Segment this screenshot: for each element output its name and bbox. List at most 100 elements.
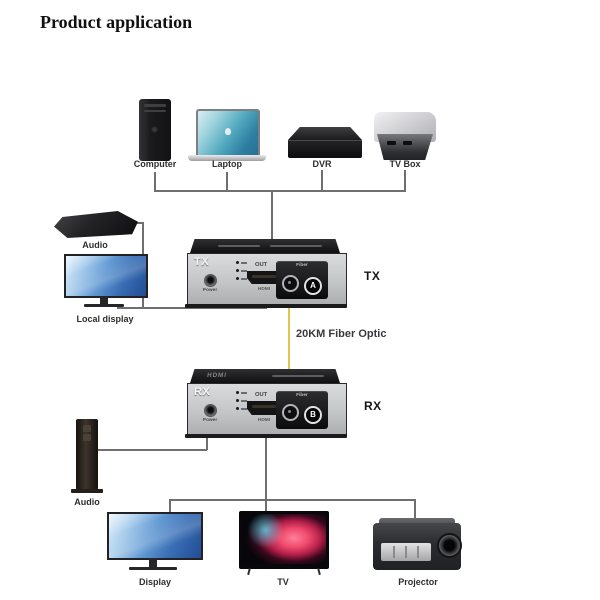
rx-led-tag bbox=[241, 408, 247, 410]
fiber-link-label: 20KM Fiber Optic bbox=[296, 328, 387, 340]
tower-driver bbox=[83, 434, 91, 441]
audio-bottom-label: Audio bbox=[74, 497, 100, 507]
rx-top-vent bbox=[272, 375, 324, 377]
tx-external-label: TX bbox=[364, 269, 381, 283]
dvr-front bbox=[288, 140, 362, 158]
tx-unit-bottom-edge bbox=[185, 304, 347, 308]
rx-fiber-label: Fiber bbox=[296, 392, 308, 398]
local-display-base bbox=[84, 304, 124, 307]
tv-label: TV bbox=[277, 577, 289, 587]
tv-box-port bbox=[403, 141, 412, 145]
rx-led-tag bbox=[241, 400, 247, 402]
local-display-wallpaper bbox=[66, 256, 146, 296]
projector-vent bbox=[405, 546, 407, 558]
projector-label: Projector bbox=[398, 577, 438, 587]
computer-tower-image bbox=[139, 99, 171, 161]
rx-out-label: OUT bbox=[255, 391, 268, 398]
rx-power-jack bbox=[204, 404, 217, 417]
tx-led-tag bbox=[241, 270, 247, 272]
dvr-label: DVR bbox=[312, 159, 332, 169]
display-stand bbox=[149, 558, 157, 567]
audio-top-label: Audio bbox=[82, 240, 108, 250]
connector-tv-drop bbox=[265, 499, 267, 512]
projector-front-panel bbox=[381, 543, 431, 561]
tx-fiber-port-letter: A bbox=[304, 277, 322, 295]
display-label: Display bbox=[138, 577, 171, 587]
tv-leg bbox=[247, 567, 251, 576]
connector-display-drop bbox=[169, 499, 171, 513]
tx-unit-top bbox=[190, 239, 340, 253]
connector-sink-bus bbox=[169, 499, 416, 501]
tx-hdmi-port bbox=[247, 271, 281, 284]
display-wallpaper bbox=[109, 514, 201, 558]
rx-led-icon bbox=[236, 407, 239, 410]
tx-led-icon bbox=[236, 269, 239, 272]
rx-unit-bottom-edge bbox=[185, 434, 347, 438]
computer-power-button-icon bbox=[151, 126, 158, 133]
connector-dvr-drop bbox=[321, 170, 323, 190]
connector-tvbox-drop bbox=[404, 170, 406, 190]
projector-lens-icon bbox=[437, 533, 462, 558]
rx-hdmi-pins bbox=[252, 405, 276, 408]
rx-fiber-jack bbox=[282, 404, 299, 421]
dvr-image bbox=[288, 127, 362, 140]
tx-out-label: OUT bbox=[255, 261, 268, 268]
connector-source-bus bbox=[154, 190, 406, 192]
local-display-image bbox=[64, 254, 148, 298]
laptop-label: Laptop bbox=[212, 159, 242, 169]
tx-hdmi-label: HDMI bbox=[257, 286, 271, 292]
tx-power-label: Power bbox=[202, 287, 218, 293]
connector-bus-to-tx bbox=[271, 190, 273, 240]
tv-box-front bbox=[377, 134, 433, 160]
connector-rx-audio-h bbox=[96, 449, 207, 451]
audio-soundbar-image bbox=[54, 211, 138, 238]
tx-top-vent bbox=[270, 245, 322, 247]
computer-drive-slot bbox=[144, 104, 166, 107]
tx-led-icon bbox=[236, 261, 239, 264]
fiber-optic-cable bbox=[287, 281, 290, 411]
projector-vent bbox=[393, 546, 395, 558]
tx-led-tag bbox=[241, 278, 247, 280]
tx-led-tag bbox=[241, 262, 247, 264]
rx-hdmi-port bbox=[247, 401, 281, 415]
connector-computer-drop bbox=[154, 172, 156, 190]
laptop-image bbox=[196, 109, 260, 156]
rx-led-icon bbox=[236, 391, 239, 394]
tx-fiber-jack bbox=[282, 275, 299, 292]
connector-laptop-drop bbox=[226, 172, 228, 190]
laptop-wallpaper-logo bbox=[225, 128, 231, 135]
rx-panel-label: RX bbox=[194, 386, 211, 398]
tx-power-jack bbox=[204, 274, 217, 287]
rx-top-brand: HDMI bbox=[206, 372, 228, 379]
tx-top-vent bbox=[218, 245, 260, 247]
rx-power-label: Power bbox=[202, 417, 218, 423]
connector-projector-drop bbox=[414, 499, 416, 520]
connector-rx-hdmi-drop bbox=[265, 414, 267, 500]
laptop-base bbox=[188, 155, 266, 161]
rx-led-icon bbox=[236, 399, 239, 402]
page-title: Product application bbox=[40, 12, 193, 32]
tx-hdmi-pins bbox=[252, 275, 276, 278]
projector-top bbox=[379, 518, 455, 527]
display-image bbox=[107, 512, 203, 560]
rx-led-tag bbox=[241, 392, 247, 394]
rx-external-label: RX bbox=[364, 399, 382, 413]
rx-fiber-port-letter: B bbox=[304, 406, 322, 424]
rx-unit-top bbox=[190, 369, 340, 383]
computer-label: Computer bbox=[133, 159, 177, 169]
local-display-stand bbox=[100, 296, 108, 304]
tv-box-label: TV Box bbox=[389, 159, 421, 169]
audio-tower-base bbox=[71, 489, 103, 493]
rx-hdmi-label: HDMI bbox=[257, 417, 271, 423]
tv-screen bbox=[242, 514, 326, 564]
tx-led-icon bbox=[236, 277, 239, 280]
tower-driver bbox=[83, 425, 91, 432]
projector-vent bbox=[417, 546, 419, 558]
audio-tower-image bbox=[76, 419, 98, 490]
computer-drive-slot bbox=[144, 110, 166, 112]
display-base bbox=[129, 567, 177, 570]
tx-panel-label: TX bbox=[194, 256, 210, 268]
local-display-label: Local display bbox=[76, 314, 134, 324]
tx-fiber-label: Fiber bbox=[296, 262, 308, 268]
